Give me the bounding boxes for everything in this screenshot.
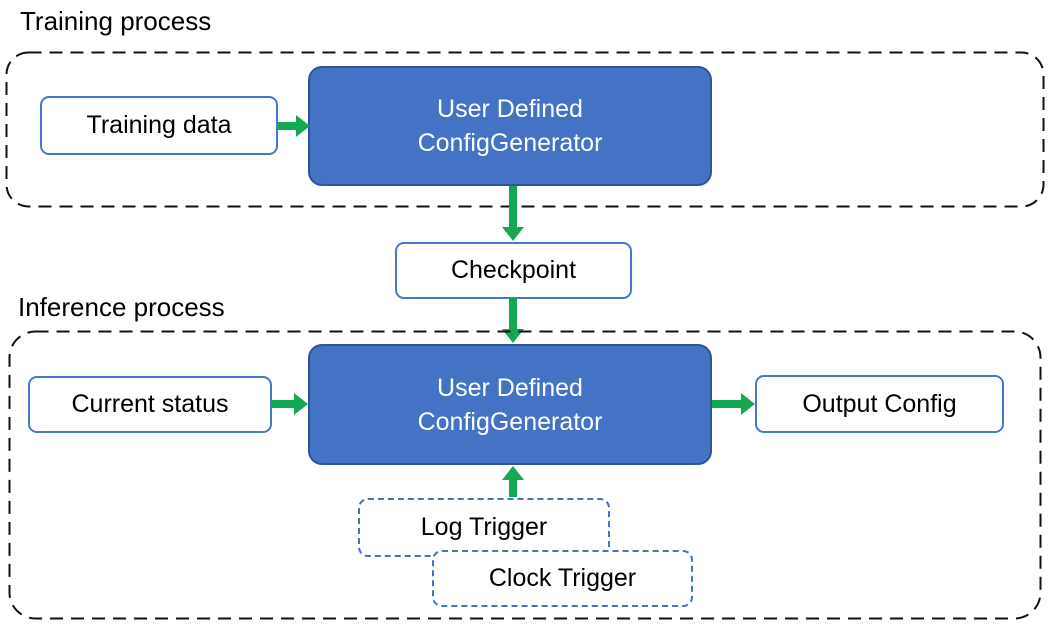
arrow-training-data-to-generator — [278, 115, 310, 137]
training-process-container — [5, 51, 1045, 208]
arrow-current-status-to-generator — [272, 393, 308, 415]
generator-label-line1: User Defined — [437, 373, 583, 402]
log-trigger-node: Log Trigger — [358, 498, 610, 557]
generator-label-line2: ConfigGenerator — [417, 407, 603, 436]
training-process-label: Training process — [20, 6, 212, 36]
arrow-triggers-to-generator — [502, 466, 524, 497]
generator-label-line2: ConfigGenerator — [417, 129, 603, 157]
training-config-generator-node: User Defined ConfigGenerator — [308, 66, 712, 186]
generator-label-line1: User Defined — [437, 95, 583, 123]
inference-process-label: Inference process — [18, 292, 225, 322]
arrow-generator-to-checkpoint — [502, 186, 524, 241]
output-config-node: Output Config — [755, 375, 1004, 433]
arrow-generator-to-output-config — [712, 393, 755, 415]
training-data-node: Training data — [40, 96, 278, 155]
inference-process-container — [8, 330, 1042, 620]
inference-config-generator-node: User Defined ConfigGenerator — [308, 344, 712, 465]
checkpoint-node: Checkpoint — [395, 242, 632, 299]
clock-trigger-node: Clock Trigger — [432, 550, 693, 607]
current-status-node: Current status — [28, 376, 272, 433]
